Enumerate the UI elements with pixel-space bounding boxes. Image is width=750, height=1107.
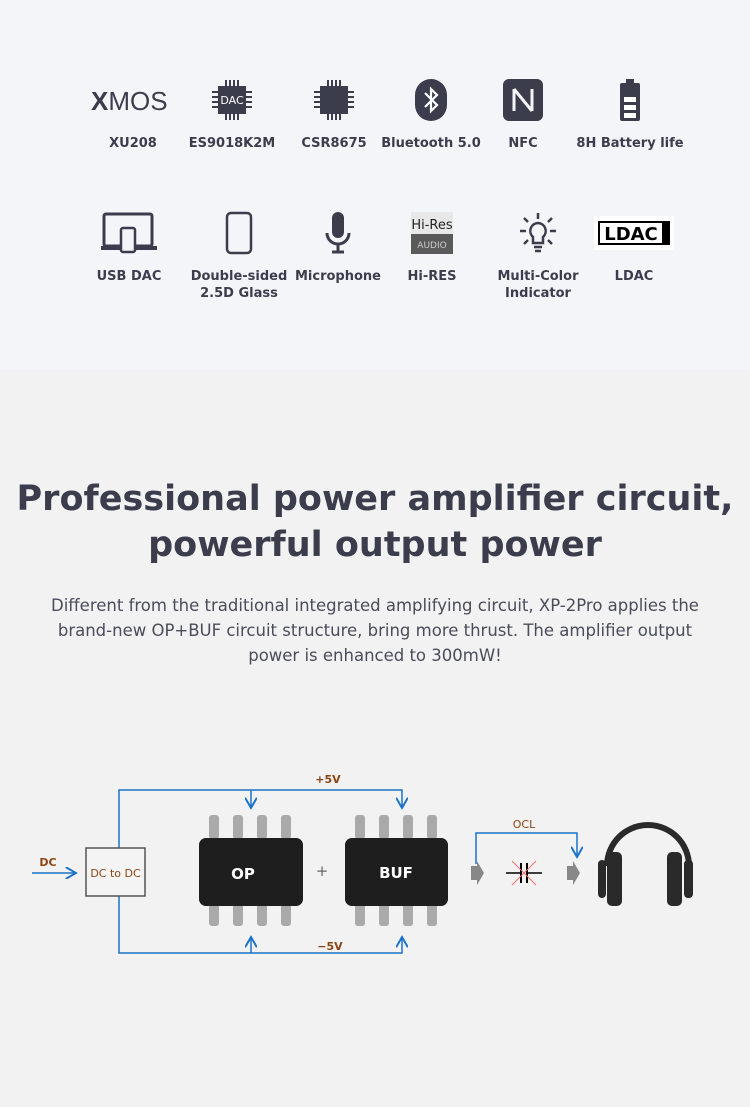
nfc-icon	[503, 79, 543, 121]
svg-text:LDAC: LDAC	[604, 224, 658, 245]
chip-icon	[314, 80, 354, 120]
dc-label: DC	[39, 856, 56, 869]
ocl-label: OCL	[513, 818, 536, 831]
dc-to-dc-label: DC to DC	[90, 867, 141, 880]
feature-label: Double-sided 2.5D Glass	[190, 269, 288, 301]
bluetooth-icon	[415, 79, 447, 121]
feature-label: Bluetooth 5.0	[381, 136, 481, 151]
feature-battery: 8H Battery life	[570, 75, 690, 152]
capacitor-crossed-icon	[506, 860, 542, 886]
feature-label: LDAC	[614, 269, 654, 284]
feature-label: CSR8675	[301, 136, 367, 151]
headphones-icon	[598, 822, 693, 906]
feature-bluetooth: Bluetooth 5.0	[371, 75, 491, 152]
svg-text:AUDIO: AUDIO	[417, 241, 446, 251]
feature-label: XU208	[109, 136, 157, 151]
ldac-logo: LDAC	[594, 216, 674, 250]
svg-text:DAC: DAC	[220, 94, 244, 107]
amplifier-circuit-diagram: DC DC to DC +5V −5V OP + BUF OCL	[32, 773, 693, 954]
feature-glass: Double-sided 2.5D Glass	[179, 208, 299, 302]
description: Different from the traditional integrate…	[51, 596, 699, 665]
dc-to-dc-box	[85, 847, 146, 897]
feature-microphone: Microphone	[278, 208, 398, 285]
buf-chip: BUF	[345, 815, 448, 926]
feature-ldac: LDAC LDAC	[574, 208, 694, 285]
headline-line2: powerful output power	[148, 525, 602, 565]
minus5-label: −5V	[317, 940, 343, 953]
feature-nfc: NFC	[463, 75, 583, 152]
arrow-icon	[471, 861, 484, 885]
buf-label: BUF	[379, 864, 413, 882]
svg-text:Hi-Res: Hi-Res	[411, 218, 453, 233]
feature-label: Hi-RES	[407, 269, 457, 284]
feature-dac: DAC ES9018K2M	[172, 75, 292, 152]
dac-chip-icon: DAC	[212, 80, 252, 120]
microphone-icon	[325, 212, 351, 254]
feature-label: 8H Battery life	[576, 136, 684, 151]
feature-csr: CSR8675	[274, 75, 394, 152]
op-chip: OP	[199, 815, 303, 926]
feature-xmos: XMOS XU208	[73, 75, 193, 152]
op-label: OP	[231, 865, 255, 883]
feature-label: Multi-Color Indicator	[497, 269, 579, 301]
feature-indicator: Multi-Color Indicator	[478, 208, 598, 302]
feature-label: NFC	[508, 136, 538, 151]
ocl-wire	[475, 832, 577, 864]
feature-label: USB DAC	[96, 269, 162, 284]
headline-line1: Professional power amplifier circuit,	[16, 479, 734, 519]
svg-text:XMOS: XMOS	[91, 86, 168, 115]
feature-label: Microphone	[294, 269, 381, 284]
laptop-phone-icon	[101, 212, 157, 254]
phone-glass-icon	[225, 211, 253, 255]
plus5-wire	[118, 789, 402, 848]
arrow-icon	[567, 861, 580, 885]
battery-icon	[620, 79, 640, 121]
headline: Professional power amplifier circuit, po…	[0, 476, 750, 568]
light-bulb-icon	[520, 213, 556, 253]
features-section	[0, 0, 750, 370]
xmos-logo: XMOS	[91, 86, 168, 115]
feature-usb-dac: USB DAC	[69, 208, 189, 285]
plus-sign: +	[316, 862, 329, 880]
minus5-wire	[118, 896, 402, 954]
feature-label: ES9018K2M	[188, 136, 276, 151]
plus5-label: +5V	[315, 773, 341, 786]
